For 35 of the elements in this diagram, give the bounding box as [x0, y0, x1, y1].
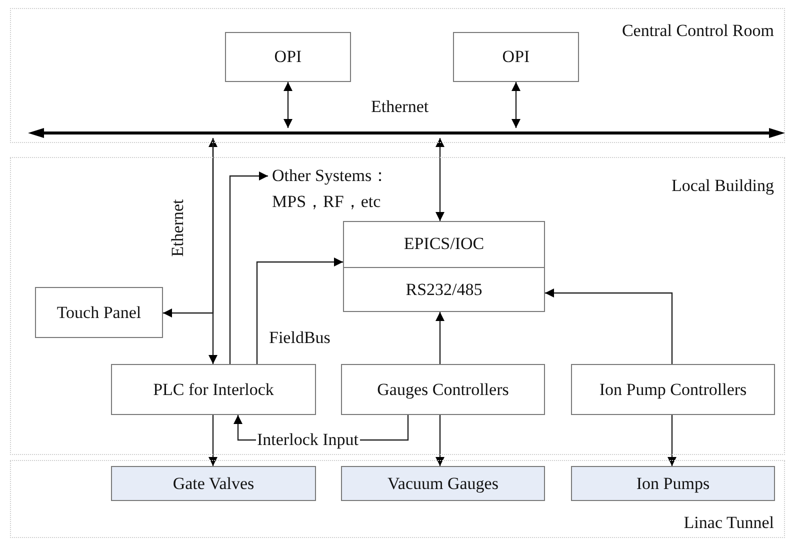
process-box: OPI: [225, 32, 351, 82]
device-box: Vacuum Gauges: [341, 466, 545, 501]
bus-line: [28, 128, 785, 138]
ioc-box: [343, 221, 545, 312]
zone-band: [10, 157, 785, 455]
zone-band: [10, 8, 785, 143]
device-box: Ion Pumps: [571, 466, 775, 501]
box-section: EPICS/IOC: [344, 222, 544, 266]
arrow: [668, 415, 676, 466]
arrow: [284, 82, 292, 128]
process-box: OPI: [453, 32, 579, 82]
zone-label: Linac Tunnel: [684, 513, 774, 533]
arrow: [512, 82, 520, 128]
box-section: RS232/485: [344, 266, 544, 312]
bus-label: Ethernet: [371, 97, 429, 117]
process-box: PLC for Interlock: [111, 364, 316, 415]
arrow: [436, 138, 444, 221]
device-box: Gate Valves: [111, 466, 316, 501]
arrow: [163, 138, 214, 318]
process-box: Gauges Controllers: [341, 364, 545, 415]
zone-label: Local Building: [672, 176, 774, 196]
zone-band: [10, 460, 785, 538]
system-note: Other Systems： MPS，RF，etc: [268, 163, 418, 217]
process-box: Touch Panel: [35, 287, 163, 338]
edge-label: Ethernet: [168, 198, 188, 258]
zone-label: Central Control Room: [622, 21, 774, 41]
edge-label: Interlock Input: [256, 430, 360, 450]
arrow: [208, 138, 218, 364]
arrow: [229, 172, 268, 364]
arrow: [256, 258, 343, 364]
arrow: [545, 288, 673, 364]
process-box: Ion Pump Controllers: [571, 364, 775, 415]
arrow: [436, 312, 444, 364]
arrow: [436, 415, 444, 466]
arrow: [208, 415, 218, 466]
